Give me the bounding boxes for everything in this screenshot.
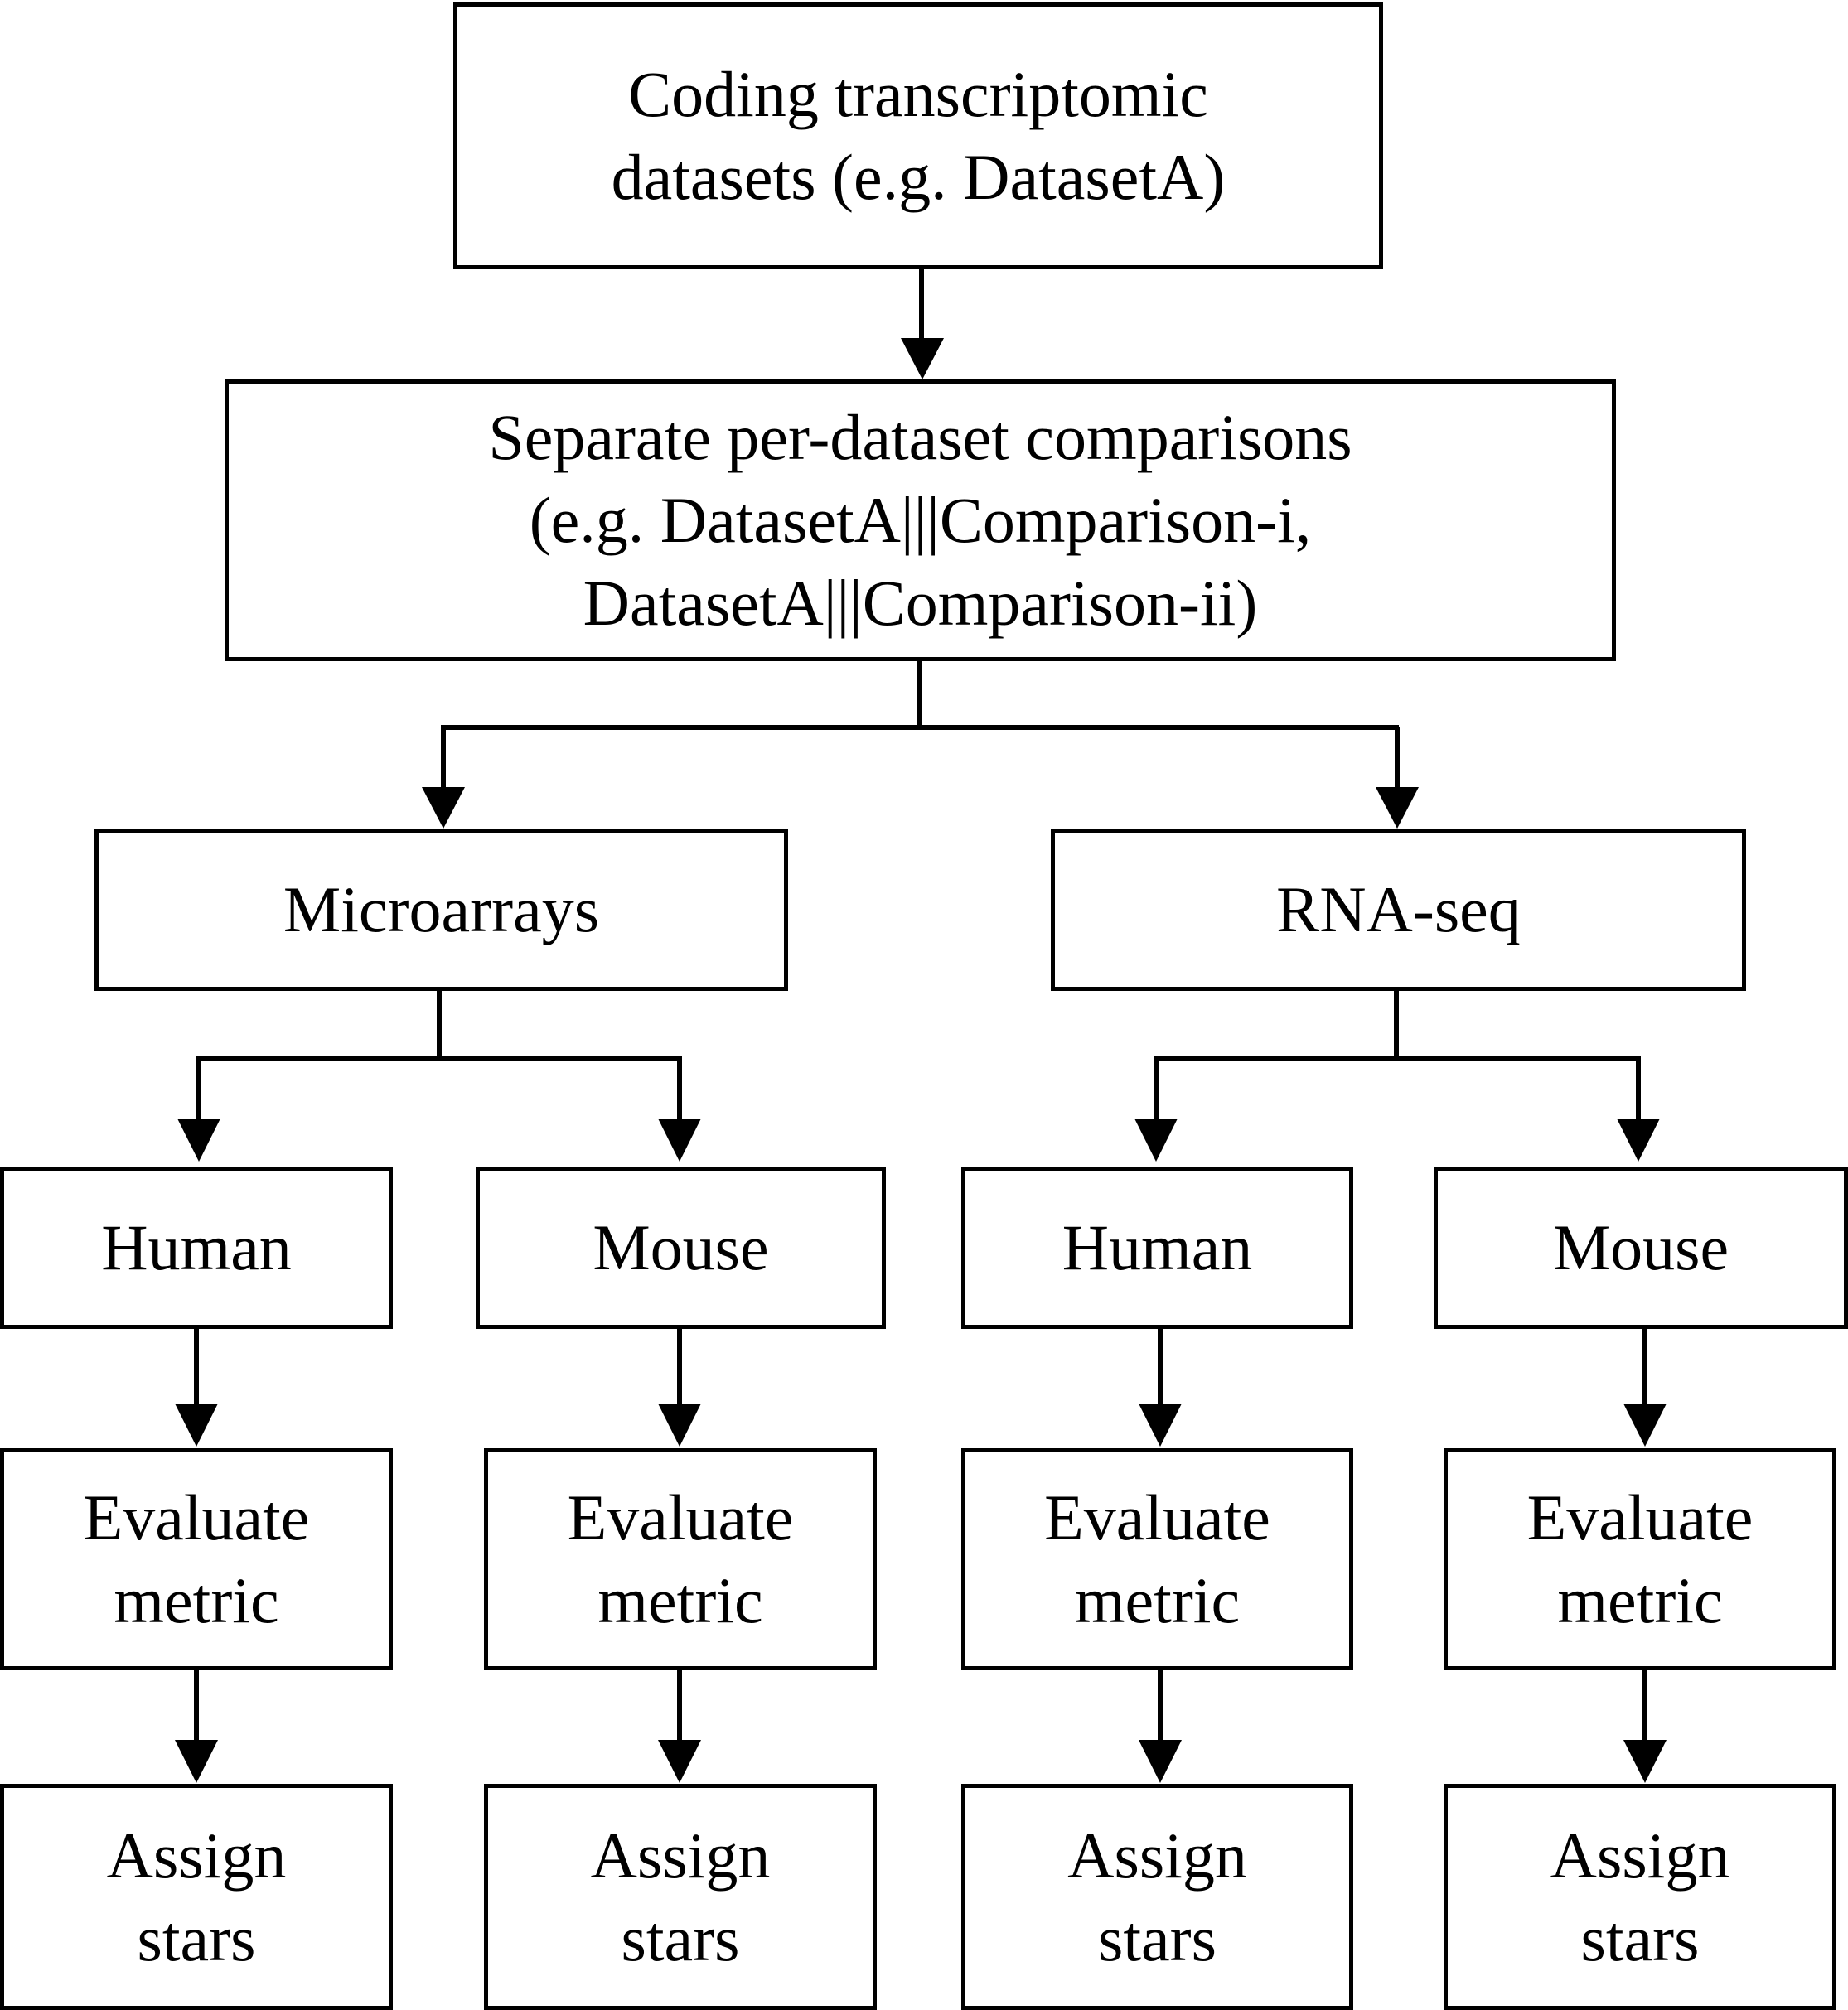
- arrowhead-col2-assign: [658, 1740, 701, 1783]
- arrowhead-col2-evaluate: [658, 1404, 701, 1447]
- evaluate-line-1: Evaluate: [567, 1481, 794, 1553]
- evaluate-line-1: Evaluate: [1526, 1481, 1754, 1553]
- comparisons-box: Separate per-dataset comparisons (e.g. D…: [225, 379, 1616, 661]
- species-label: Mouse: [593, 1211, 769, 1283]
- arrowhead-col1-evaluate: [175, 1404, 218, 1447]
- species-box-col4: Mouse: [1434, 1167, 1848, 1329]
- platform-label: Microarrays: [283, 873, 600, 945]
- platform-box-rnaseq: RNA-seq: [1051, 829, 1746, 991]
- species-label: Human: [1062, 1211, 1253, 1283]
- assign-line-1: Assign: [1550, 1819, 1730, 1892]
- evaluate-line-2: metric: [597, 1564, 763, 1636]
- species-label: Human: [101, 1211, 292, 1283]
- species-box-col1: Human: [0, 1167, 393, 1329]
- platform-box-microarrays: Microarrays: [94, 829, 788, 991]
- assign-line-2: stars: [621, 1901, 740, 1974]
- assign-box-col4: Assign stars: [1444, 1784, 1836, 2010]
- top-box-line-2: datasets (e.g. DatasetA): [611, 141, 1226, 213]
- assign-box-col3: Assign stars: [961, 1784, 1353, 2010]
- evaluate-box-col1: Evaluate metric: [0, 1448, 393, 1670]
- arrowhead-col4-assign: [1623, 1740, 1667, 1783]
- arrowhead-col2-species: [658, 1119, 701, 1162]
- arrowhead-col3-evaluate: [1139, 1404, 1182, 1447]
- evaluate-line-2: metric: [1074, 1564, 1241, 1636]
- evaluate-line-1: Evaluate: [1044, 1481, 1270, 1553]
- arrowhead-rnaseq: [1376, 787, 1419, 829]
- species-label: Mouse: [1552, 1211, 1729, 1283]
- arrowhead-col4-species: [1617, 1119, 1660, 1162]
- species-box-col2: Mouse: [476, 1167, 886, 1329]
- evaluate-line-1: Evaluate: [83, 1481, 310, 1553]
- evaluate-box-col3: Evaluate metric: [961, 1448, 1353, 1670]
- arrowhead-col4-evaluate: [1623, 1404, 1667, 1447]
- comparisons-line-3: DatasetA|||Comparison-ii): [583, 567, 1258, 639]
- assign-line-2: stars: [1098, 1901, 1217, 1974]
- evaluate-line-2: metric: [114, 1564, 279, 1636]
- top-box-coding-transcriptomic-datasets: Coding transcriptomic datasets (e.g. Dat…: [453, 2, 1383, 269]
- assign-line-2: stars: [137, 1901, 256, 1974]
- assign-box-col2: Assign stars: [484, 1784, 877, 2010]
- arrowhead-col3-assign: [1139, 1740, 1182, 1783]
- species-box-col3: Human: [961, 1167, 1353, 1329]
- arrowhead-col3-species: [1134, 1119, 1178, 1162]
- top-box-line-1: Coding transcriptomic: [628, 58, 1208, 130]
- assign-line-1: Assign: [590, 1819, 771, 1892]
- arrowhead-col1-assign: [175, 1740, 218, 1783]
- assign-line-1: Assign: [106, 1819, 287, 1892]
- comparisons-line-2: (e.g. DatasetA|||Comparison-i,: [529, 484, 1312, 556]
- assign-box-col1: Assign stars: [0, 1784, 393, 2010]
- assign-line-2: stars: [1580, 1901, 1700, 1974]
- arrowhead-col1-species: [177, 1119, 220, 1162]
- comparisons-line-1: Separate per-dataset comparisons: [488, 401, 1352, 473]
- arrowhead-comparisons: [901, 338, 944, 379]
- evaluate-line-2: metric: [1557, 1564, 1723, 1636]
- evaluate-box-col4: Evaluate metric: [1444, 1448, 1836, 1670]
- assign-line-1: Assign: [1067, 1819, 1247, 1892]
- platform-label: RNA-seq: [1276, 873, 1521, 945]
- arrowhead-microarrays: [422, 787, 465, 829]
- evaluate-box-col2: Evaluate metric: [484, 1448, 877, 1670]
